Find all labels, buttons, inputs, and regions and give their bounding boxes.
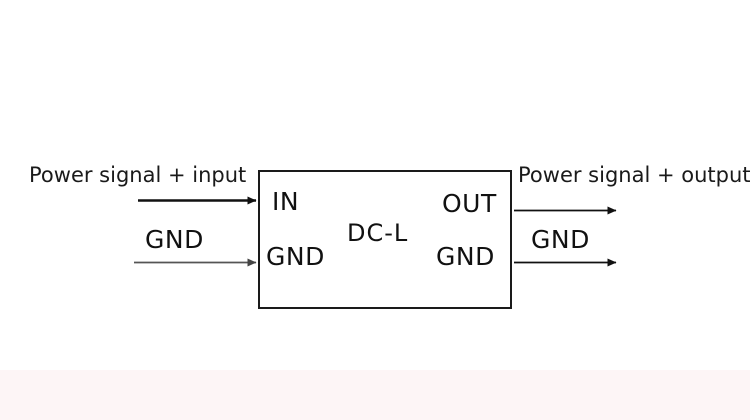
component-part-number: DC-L xyxy=(347,219,409,247)
output-ground-label: GND xyxy=(531,225,590,254)
bottom-color-strip xyxy=(0,370,750,420)
pin-label-gnd-right: GND xyxy=(436,242,495,271)
component-block xyxy=(258,170,512,309)
pin-label-gnd-left: GND xyxy=(266,242,325,271)
pin-label-out: OUT xyxy=(442,189,497,218)
pin-label-in: IN xyxy=(272,187,300,216)
input-signal-label: Power signal + input xyxy=(29,163,247,187)
output-signal-label: Power signal + output xyxy=(518,163,750,187)
input-ground-label: GND xyxy=(145,225,204,254)
